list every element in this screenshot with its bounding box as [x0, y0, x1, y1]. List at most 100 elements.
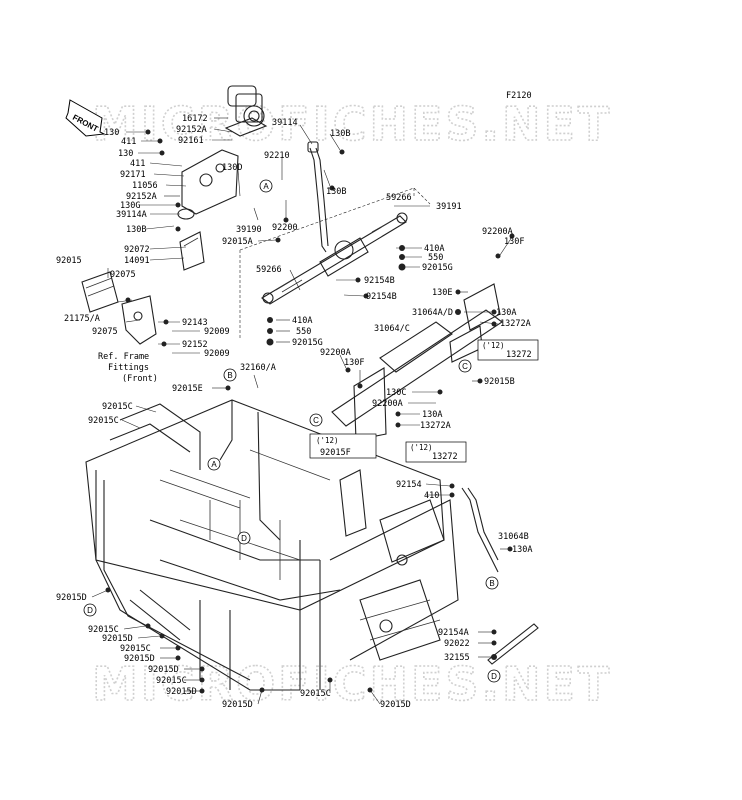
- part-label: 11056: [132, 181, 158, 191]
- part-label: 92015C: [88, 625, 119, 635]
- ref-frame-note-1: Ref. Frame: [98, 352, 149, 362]
- part-label: 130E: [432, 288, 452, 298]
- steering-shaft: [307, 141, 329, 253]
- part-label: 411: [130, 159, 145, 169]
- part-label: 92015C: [88, 416, 119, 426]
- part-label: 92015D: [148, 665, 179, 675]
- part-label: 410A: [292, 316, 312, 326]
- ref-marker-label: D: [87, 606, 93, 615]
- crossmember-31064: [331, 283, 503, 441]
- part-label: 130F: [504, 237, 524, 247]
- part-label: 130A: [422, 410, 442, 420]
- part-label: 59266: [386, 193, 412, 203]
- part-label: 92210: [264, 151, 290, 161]
- ref-marker-label: C: [462, 362, 468, 371]
- part-label: 92200: [272, 223, 298, 233]
- part-label: 92015E: [172, 384, 203, 394]
- part-label: 59266: [256, 265, 282, 275]
- part-label: 92015C: [102, 402, 133, 412]
- part-label: 39114A: [116, 210, 147, 220]
- part-label: 92152A: [126, 192, 157, 202]
- part-label: 130A: [512, 545, 532, 555]
- part-label: 130A: [496, 308, 516, 318]
- part-label: 92200A: [482, 227, 513, 237]
- part-label: 14091: [124, 256, 150, 266]
- part-label: 92015D: [124, 654, 155, 664]
- side-bar-31064B: [461, 487, 499, 573]
- part-label: 21175/A: [64, 314, 100, 324]
- part-label: ('12): [316, 436, 339, 445]
- part-label: 92200A: [372, 399, 403, 409]
- part-label: 92075: [110, 270, 136, 280]
- ecu-box: [179, 231, 205, 271]
- part-label: 92015B: [484, 377, 515, 387]
- part-label: 92015D: [56, 593, 87, 603]
- part-label: 39191: [436, 202, 462, 212]
- revision-box-12b: [405, 441, 467, 463]
- part-label: 550: [428, 253, 443, 263]
- part-label: 410A: [424, 244, 444, 254]
- part-label: 92154B: [366, 292, 397, 302]
- rod-32155: [487, 623, 539, 665]
- part-label: 92072: [124, 245, 150, 255]
- part-label: 92143: [182, 318, 208, 328]
- ref-marker-label: A: [263, 182, 269, 191]
- part-label: 39114: [272, 118, 298, 128]
- part-label: 92075: [92, 327, 118, 337]
- part-label: 92015D: [102, 634, 133, 644]
- ref-marker-B: [223, 368, 237, 382]
- part-label: 92015C: [120, 644, 151, 654]
- part-label: 13272A: [420, 421, 451, 431]
- leader-lines: [91, 117, 513, 705]
- part-label: 411: [121, 137, 136, 147]
- part-label: 92015A: [222, 237, 253, 247]
- part-label: 130D: [222, 163, 242, 173]
- ref-marker-D: [83, 603, 97, 617]
- part-label: 31064B: [498, 532, 529, 542]
- part-label: 92009: [204, 349, 230, 359]
- ref-marker-C: [309, 413, 323, 427]
- part-label: ('12): [410, 443, 433, 452]
- ref-frame-note-2: Fittings: [108, 363, 149, 373]
- part-label: 92015D: [222, 700, 253, 710]
- ref-marker-label: B: [489, 579, 494, 588]
- part-label: 16172: [182, 114, 208, 124]
- revision-box-12c: [309, 433, 377, 459]
- part-label: 92022: [444, 639, 470, 649]
- ref-marker-B: [485, 576, 499, 590]
- part-label: 92015C: [156, 676, 187, 686]
- steering-rack: [261, 212, 408, 305]
- part-label: 92161: [178, 136, 204, 146]
- ref-marker-A: [207, 457, 221, 471]
- ref-marker-D: [487, 669, 501, 683]
- front-arrow-icon: FRONT: [65, 99, 106, 137]
- part-label: 130B: [126, 225, 146, 235]
- part-label: 130G: [120, 201, 140, 211]
- part-label: 92152: [182, 340, 208, 350]
- part-label: 130C: [386, 388, 406, 398]
- ref-marker-D: [237, 531, 251, 545]
- part-label: 31064A/D: [412, 308, 453, 318]
- ref-marker-label: C: [313, 416, 319, 425]
- part-label: 92015F: [320, 448, 351, 458]
- part-label: 92015: [56, 256, 82, 266]
- main-frame: [85, 399, 459, 691]
- fastener-dots: [105, 129, 515, 694]
- part-label: 410: [424, 491, 439, 501]
- part-label: 13272: [432, 452, 458, 462]
- part-label: 92015C: [300, 689, 331, 699]
- part-label: 92015G: [422, 263, 453, 273]
- part-label: 13272A: [500, 319, 531, 329]
- ref-marker-C: [458, 359, 472, 373]
- rack-dashed-outline: [239, 187, 431, 338]
- part-label: 92009: [204, 327, 230, 337]
- watermark-bottom: MICROFICHES.NET: [92, 657, 612, 711]
- reference-markers: A B C C A D D B D: [83, 179, 501, 683]
- part-label: 130: [118, 149, 133, 159]
- ref-marker-label: D: [241, 534, 247, 543]
- part-labels: 130 411 16172 92152A 92161 130 411 92171…: [56, 114, 539, 710]
- ref-marker-label: D: [491, 672, 497, 681]
- ref-marker-label: B: [227, 371, 232, 380]
- part-label: 31064/C: [374, 324, 410, 334]
